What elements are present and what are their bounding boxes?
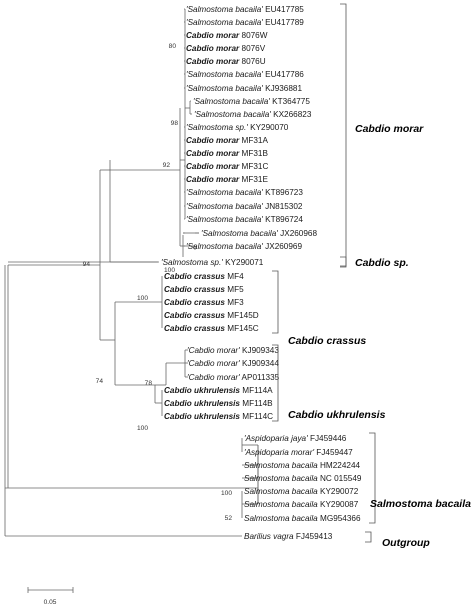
- clade-bracket: [365, 531, 372, 543]
- taxon-label: 'Salmostoma bacaila' EU417786: [186, 70, 304, 79]
- taxon-label: 'Salmostoma bacaila' KT364775: [193, 97, 310, 106]
- taxon-label: Barilius vagra FJ459413: [244, 532, 333, 541]
- taxon-labels: 'Salmostoma bacaila' EU417785 'Salmostoma…: [161, 5, 362, 541]
- bootstrap-label: 52: [225, 515, 233, 522]
- taxon-label: Cabdio crassus MF3: [164, 298, 244, 307]
- taxon-label: 'Aspidoparia morar' FJ459447: [244, 448, 353, 457]
- bootstrap-label: 100: [137, 295, 148, 302]
- taxon-label: 'Salmostoma bacaila' EU417785: [186, 5, 304, 14]
- taxon-label: Cabdio morar 8076V: [186, 44, 266, 53]
- clade-label: Salmostoma bacaila: [370, 498, 471, 510]
- taxon-label: Cabdio morar 8076W: [186, 31, 268, 40]
- scale-bar-label: 0.05: [44, 599, 57, 606]
- taxon-label: 'Salmostoma bacaila' JN815302: [186, 202, 303, 211]
- taxon-label: 'Cabdio morar' KJ909343: [187, 346, 279, 355]
- taxon-label: 'Salmostoma bacaila' JX260968: [201, 229, 317, 238]
- taxon-label: Salmostoma bacaila MG954366: [244, 514, 361, 523]
- taxon-label: 'Salmostoma sp.' KY290071: [161, 258, 264, 267]
- taxon-label: Cabdio ukhrulensis MF114A: [164, 386, 273, 395]
- taxon-label: 'Salmostoma bacaila' EU417789: [186, 18, 304, 27]
- clade-bracket: [369, 432, 376, 524]
- taxon-label: Salmostoma bacaila HM224244: [244, 461, 361, 470]
- taxon-label: 'Salmostoma sp.' KY290070: [186, 123, 289, 132]
- taxon-label: 'Salmostoma bacaila' KT896724: [186, 215, 303, 224]
- bootstrap-values: 80 98 92 100 94 100 78 100 74 100 52: [83, 43, 233, 522]
- taxon-label: 'Salmostoma bacaila' KX266823: [194, 110, 312, 119]
- taxon-label: Cabdio morar MF31E: [186, 175, 268, 184]
- bootstrap-label: 80: [169, 43, 177, 50]
- bootstrap-label: 92: [163, 162, 171, 169]
- bootstrap-label: 100: [164, 267, 175, 274]
- taxon-label: Cabdio crassus MF145D: [164, 311, 259, 320]
- taxon-label: 'Aspidoparia jaya' FJ459446: [244, 434, 347, 443]
- bootstrap-label: 100: [137, 425, 148, 432]
- bootstrap-label: 74: [96, 378, 104, 385]
- clade-label: Cabdio ukhrulensis: [288, 409, 386, 421]
- taxon-label: Salmostoma bacaila KY290072: [244, 487, 359, 496]
- taxon-label: 'Cabdio morar' KJ909344: [187, 359, 279, 368]
- clade-bracket: [340, 3, 347, 267]
- taxon-label: Cabdio crassus MF5: [164, 285, 244, 294]
- taxon-label: Cabdio crassus MF4: [164, 272, 244, 281]
- taxon-label: Cabdio morar MF31C: [186, 162, 268, 171]
- taxon-label: Cabdio morar 8076U: [186, 57, 266, 66]
- scale-bar: 0.05: [27, 587, 74, 606]
- taxon-label: 'Salmostoma bacaila' KT896723: [186, 188, 303, 197]
- tree-branches: [4, 8, 259, 537]
- clade-label: Outgroup: [382, 537, 430, 549]
- taxon-label: Cabdio ukhrulensis MF114C: [164, 412, 273, 421]
- bootstrap-label: 98: [171, 120, 179, 127]
- bootstrap-label: 100: [221, 490, 232, 497]
- taxon-label: Salmostoma bacaila NC 015549: [244, 474, 362, 483]
- taxon-label: Cabdio morar MF31B: [186, 149, 268, 158]
- taxon-label: Cabdio crassus MF145C: [164, 324, 259, 333]
- clade-label: Cabdio crassus: [288, 335, 366, 347]
- taxon-label: Cabdio ukhrulensis MF114B: [164, 399, 273, 408]
- taxon-label: 'Cabdio morar' AP011335: [187, 373, 280, 382]
- clade-bracket: [272, 270, 279, 334]
- clade-label: Cabdio morar: [355, 123, 424, 135]
- taxon-label: Cabdio morar MF31A: [186, 136, 268, 145]
- clade-bracket: [272, 344, 279, 422]
- taxon-label: Salmostoma bacaila KY290087: [244, 500, 359, 509]
- taxon-label: 'Salmostoma bacaila' KJ936881: [186, 84, 302, 93]
- clade-bracket: [340, 256, 347, 268]
- bootstrap-label: 94: [83, 261, 91, 268]
- clade-label: Cabdio sp.: [355, 257, 409, 269]
- bootstrap-label: 78: [145, 380, 153, 387]
- taxon-label: 'Salmostoma bacaila' JX260969: [186, 242, 302, 251]
